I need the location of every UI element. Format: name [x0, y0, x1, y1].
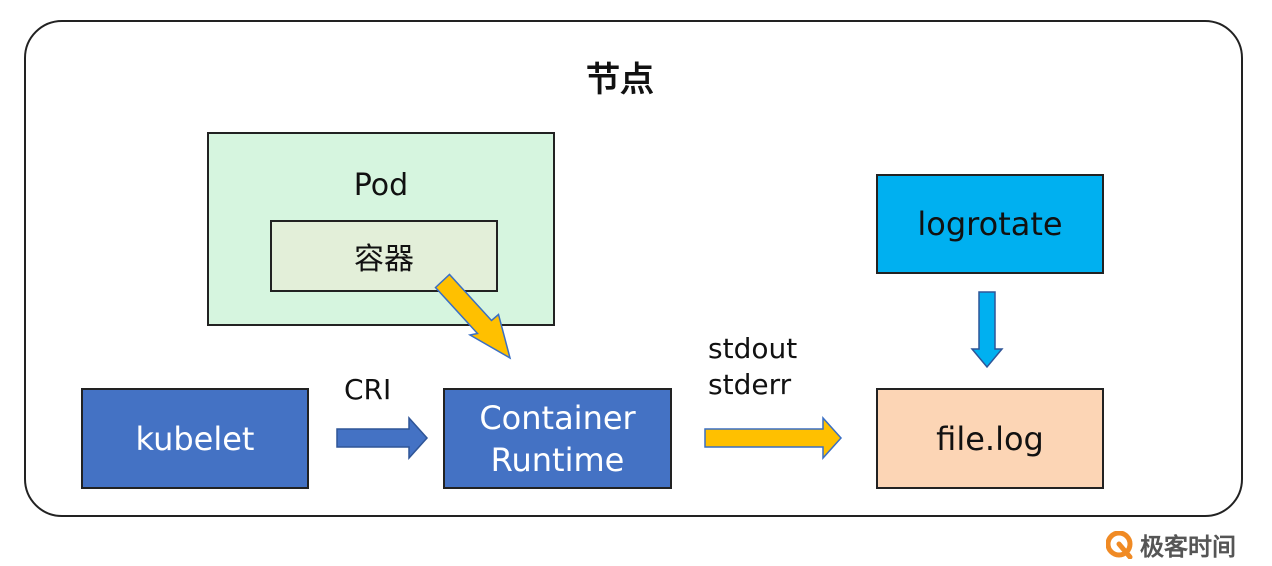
pod-label: Pod: [353, 168, 409, 203]
kubelet-box: kubelet: [81, 388, 309, 489]
watermark-text: 极客时间: [1140, 533, 1236, 561]
container-runtime-box: Container Runtime: [443, 388, 672, 489]
container-box: 容器: [270, 220, 498, 292]
stderr-label: stderr: [708, 368, 792, 401]
container-to-runtime-arrow: [434, 273, 512, 360]
logrotate-box: logrotate: [876, 174, 1104, 274]
filelog-label: file.log: [936, 419, 1044, 458]
watermark-logo: 极客时间: [1106, 527, 1236, 562]
cri-label: CRI: [344, 373, 392, 406]
runtime-label-line1: Container: [479, 398, 636, 437]
filelog-box: file.log: [876, 388, 1104, 489]
node-title: 节点: [586, 60, 654, 100]
container-label: 容器: [354, 242, 414, 277]
logrotate-label: logrotate: [917, 205, 1063, 243]
kubelet-to-runtime-arrow: [336, 416, 429, 460]
stream-label: stdout stderr: [708, 331, 797, 403]
runtime-label-line2: Runtime: [490, 440, 625, 479]
geektime-logo-icon: [1106, 530, 1133, 559]
logrotate-to-filelog-arrow: [970, 291, 1004, 369]
runtime-to-filelog-arrow: [704, 416, 843, 460]
kubelet-label: kubelet: [135, 419, 255, 458]
stdout-label: stdout: [708, 332, 798, 365]
